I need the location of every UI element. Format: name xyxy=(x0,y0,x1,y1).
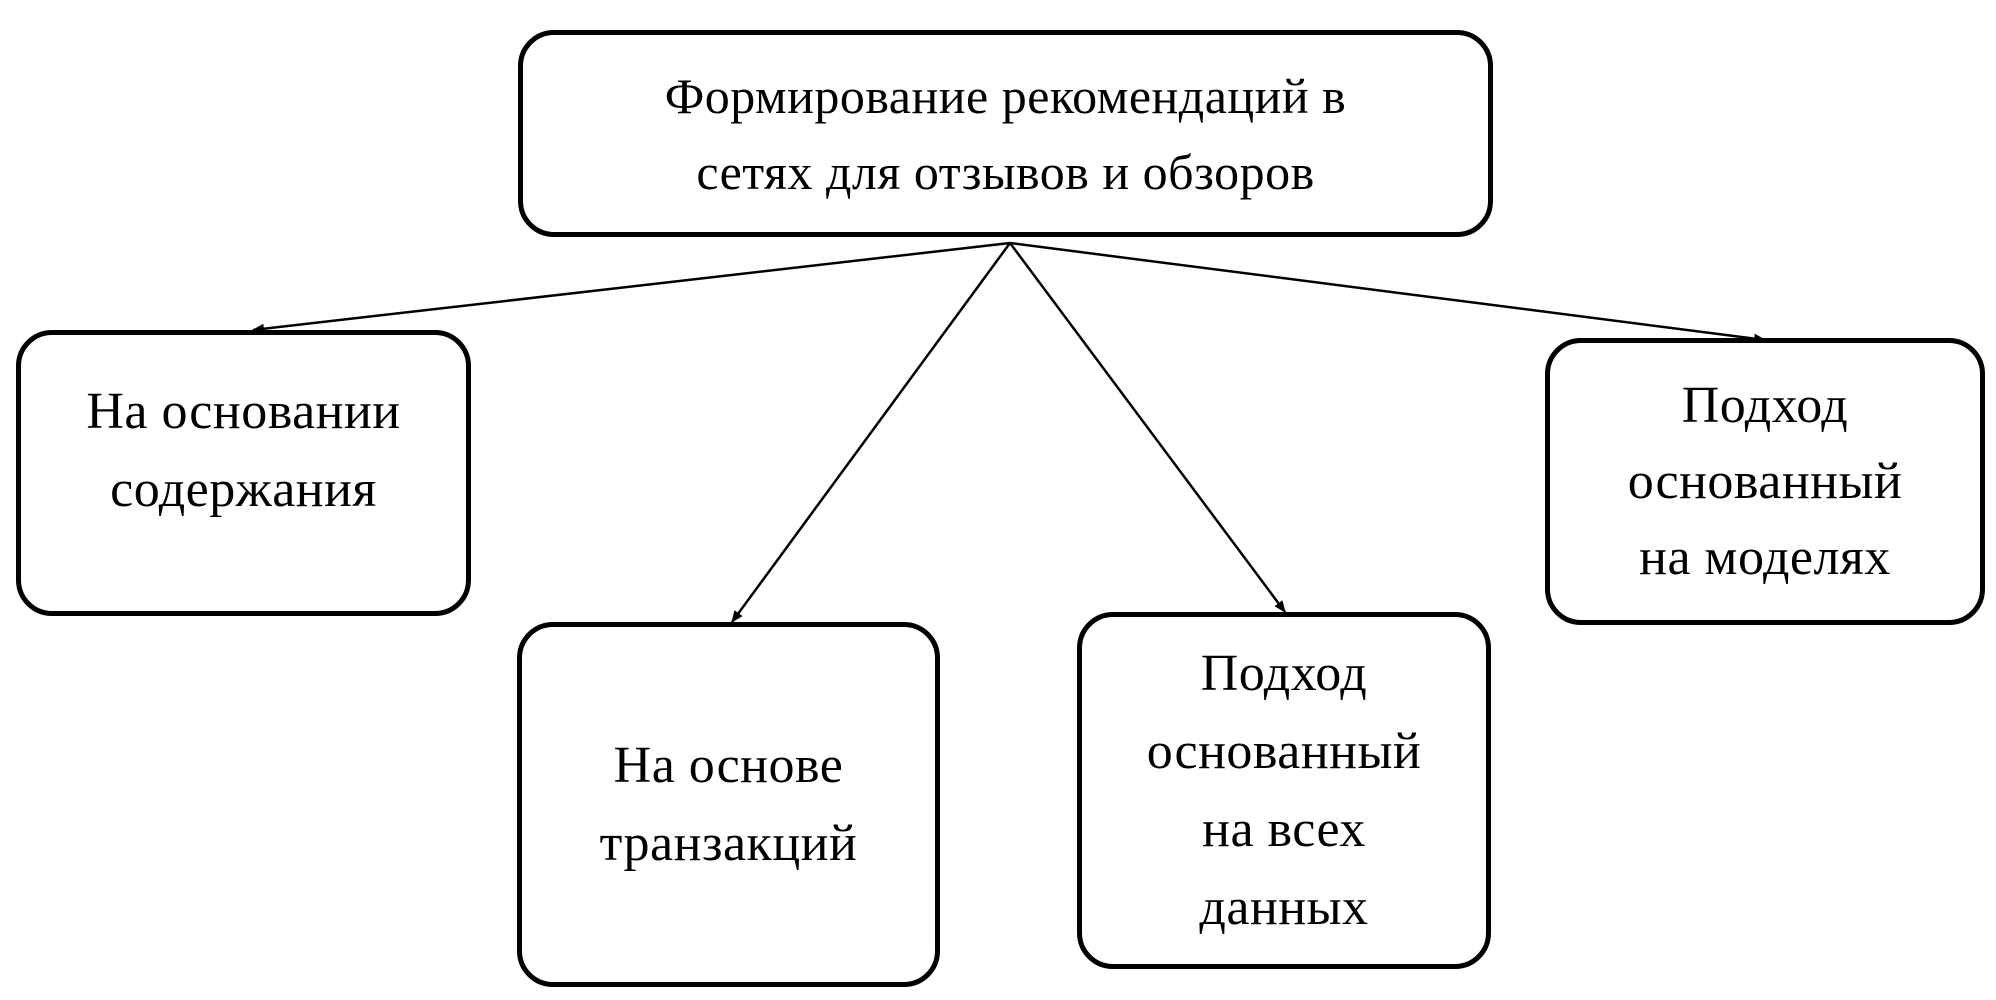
node-content-based-line-2: содержания xyxy=(110,461,377,518)
node-all-data-based-line-3: на всех xyxy=(1202,800,1366,858)
node-all-data-based: Подход основанный на всех данных xyxy=(1077,612,1491,969)
root-node: Формирование рекомендаций в сетях для от… xyxy=(518,30,1493,237)
node-model-based: Подход основанный на моделях xyxy=(1545,338,1985,625)
node-model-based-label: Подход основанный на моделях xyxy=(1628,368,1903,596)
node-all-data-based-line-4: данных xyxy=(1199,878,1369,936)
root-node-label: Формирование рекомендаций в сетях для от… xyxy=(665,58,1347,210)
node-model-based-line-3: на моделях xyxy=(1639,528,1891,586)
node-transaction-based-label: На основе транзакций xyxy=(600,727,858,883)
arrow-to-models xyxy=(1009,241,1766,344)
root-node-label-line-1: Формирование рекомендаций в xyxy=(664,67,1347,124)
node-all-data-based-line-1: Подход xyxy=(1200,644,1368,702)
arrow-to-content xyxy=(252,241,1011,334)
node-content-based-line-1: На основании xyxy=(86,383,401,440)
node-model-based-line-1: Подход xyxy=(1681,376,1849,434)
node-transaction-based-line-1: На основе xyxy=(613,736,844,794)
node-all-data-based-line-2: основанный xyxy=(1146,722,1422,780)
node-content-based-label: На основании содержания xyxy=(86,373,400,529)
root-node-label-line-2: сетях для отзывов и обзоров xyxy=(696,143,1315,200)
arrow-to-all-data xyxy=(1008,242,1287,613)
arrow-to-transactions xyxy=(730,242,1012,623)
node-transaction-based-line-2: транзакций xyxy=(599,814,858,872)
node-all-data-based-label: Подход основанный на всех данных xyxy=(1147,635,1422,947)
node-model-based-line-2: основанный xyxy=(1627,452,1903,510)
node-transaction-based: На основе транзакций xyxy=(517,622,940,987)
node-content-based: На основании содержания xyxy=(16,330,471,616)
